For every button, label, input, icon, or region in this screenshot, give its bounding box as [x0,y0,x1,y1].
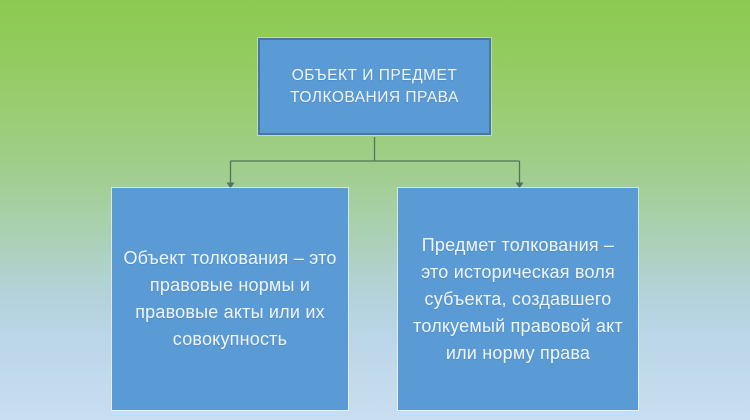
diagram-child-box-object: Объект толкования – это правовые нормы и… [112,188,348,410]
diagram-root-box: ОБЪЕКТ И ПРЕДМЕТ ТОЛКОВАНИЯ ПРАВА [258,38,491,135]
diagram-root-label: ОБЪЕКТ И ПРЕДМЕТ ТОЛКОВАНИЯ ПРАВА [290,66,459,106]
diagram-child-label-subject: Предмет толкования – это историческая во… [413,234,623,363]
diagram-child-label-object: Объект толкования – это правовые нормы и… [123,248,337,349]
diagram-child-box-subject: Предмет толкования – это историческая во… [398,188,638,410]
